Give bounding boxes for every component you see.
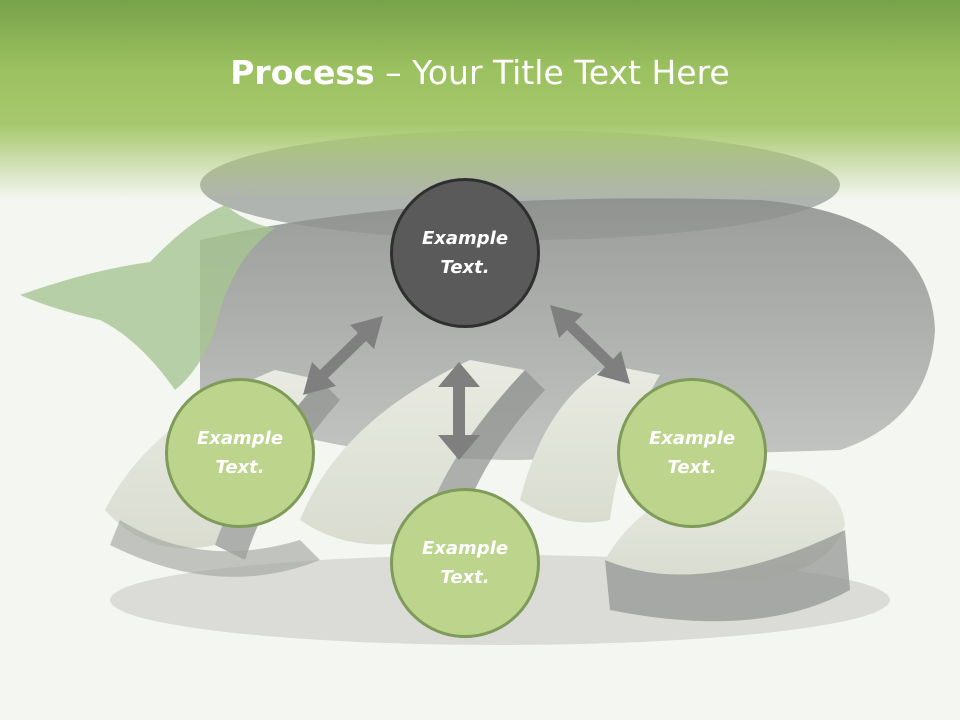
node-left-line1: Example <box>196 428 284 449</box>
node-left-line2: Text. <box>215 457 265 478</box>
process-node-bottom: Example Text. <box>390 488 540 638</box>
double-arrow-top-right <box>550 305 630 384</box>
node-right-line1: Example <box>648 428 736 449</box>
node-top-line2: Text. <box>440 257 490 278</box>
double-arrow-vertical <box>438 362 480 460</box>
process-node-top: Example Text. <box>390 178 540 328</box>
slide-title: Process – Your Title Text Here <box>0 50 960 96</box>
node-bottom-line1: Example <box>421 538 509 559</box>
title-strong: Process <box>230 53 375 92</box>
node-right-line2: Text. <box>667 457 717 478</box>
process-node-left: Example Text. <box>165 378 315 528</box>
double-arrow-top-left <box>303 316 383 395</box>
header-band <box>0 0 960 200</box>
process-node-right: Example Text. <box>617 378 767 528</box>
title-rest: – Your Title Text Here <box>374 53 730 92</box>
node-bottom-line2: Text. <box>440 567 490 588</box>
node-top-line1: Example <box>421 228 509 249</box>
